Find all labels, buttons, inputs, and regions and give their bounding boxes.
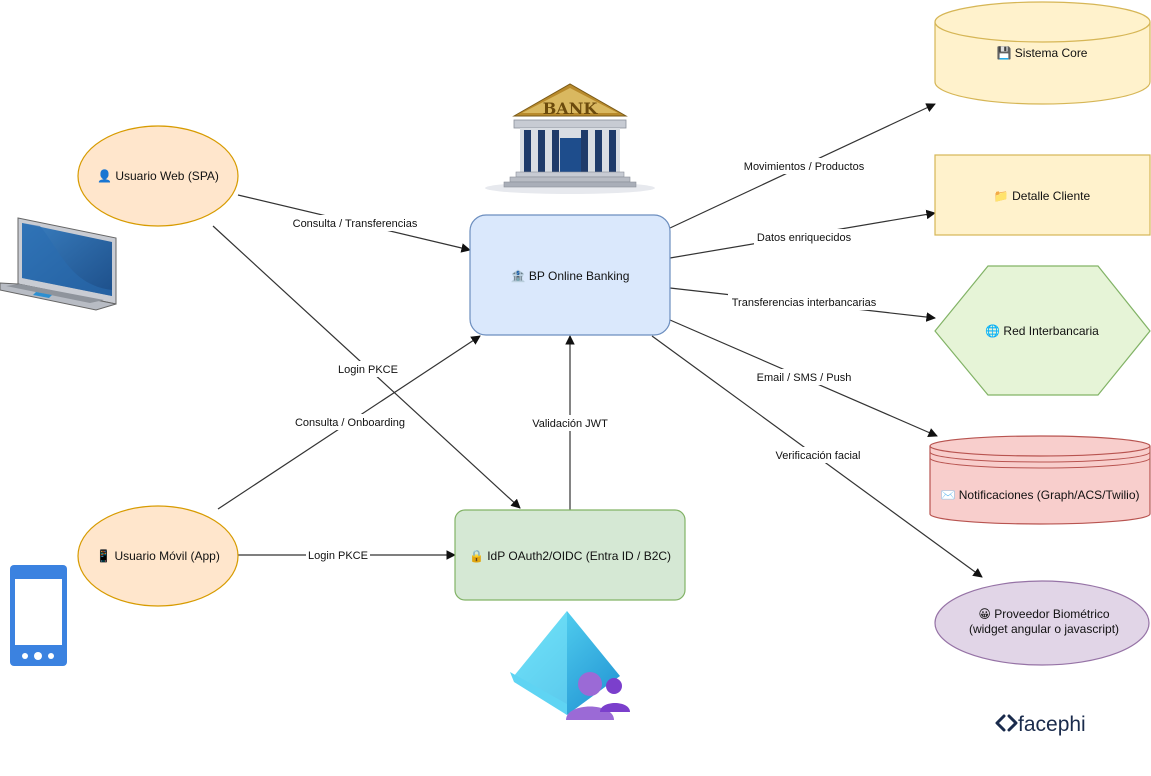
node-mobile-user[interactable]: 📱 Usuario Móvil (App) [77, 505, 239, 607]
edge-label-idp-bp: Validación JWT [532, 418, 608, 430]
node-notificaciones[interactable]: ✉️ Notificaciones (Graph/ACS/Twilio) [929, 435, 1151, 525]
svg-text:👤 Usuario Web (SPA): 👤 Usuario Web (SPA) [97, 169, 219, 183]
laptop-icon [0, 217, 117, 311]
node-sistema-core[interactable]: 💾 Sistema Core [934, 1, 1151, 105]
edge-label-bp-bio: Verificación facial [776, 450, 861, 462]
identity-pyramid-icon [510, 611, 630, 720]
node-idp[interactable]: 🔒 IdP OAuth2/OIDC (Entra ID / B2C) [454, 509, 686, 601]
svg-text:😀 Proveedor Biométrico: 😀 Proveedor Biométrico [978, 607, 1110, 621]
facephi-logo-text: facephi [1018, 713, 1086, 736]
svg-text:(widget angular o javascript): (widget angular o javascript) [969, 622, 1119, 636]
edge-label-bp-detalle: Datos enriquecidos [757, 232, 852, 244]
phone-icon [10, 565, 67, 666]
edge-label-web-idp: Login PKCE [338, 364, 398, 376]
bank-icon: BANK [485, 83, 655, 194]
edge-label-mobile-idp: Login PKCE [308, 550, 368, 562]
edge-label-mobile-bp: Consulta / Onboarding [295, 417, 405, 429]
node-proveedor-biometrico[interactable]: 😀 Proveedor Biométrico (widget angular o… [934, 580, 1150, 666]
edge-label-web-bp: Consulta / Transferencias [293, 218, 418, 230]
svg-text:🌐 Red Interbancaria: 🌐 Red Interbancaria [985, 324, 1099, 338]
svg-text:✉️ Notificaciones (Graph/ACS/T: ✉️ Notificaciones (Graph/ACS/Twilio) [940, 488, 1139, 502]
svg-text:📱 Usuario Móvil (App): 📱 Usuario Móvil (App) [96, 549, 220, 563]
svg-text:📁 Detalle Cliente: 📁 Detalle Cliente [994, 189, 1091, 203]
svg-text:🏦 BP Online Banking: 🏦 BP Online Banking [511, 269, 630, 283]
node-red-interbancaria[interactable]: 🌐 Red Interbancaria [934, 265, 1151, 396]
edge-label-bp-red: Transferencias interbancarias [732, 297, 877, 309]
bank-sign: BANK [543, 99, 599, 118]
node-bp-online-banking[interactable]: 🏦 BP Online Banking [469, 214, 671, 336]
edge-label-bp-notif: Email / SMS / Push [757, 372, 852, 384]
svg-text:🔒 IdP OAuth2/OIDC (Entra ID /: 🔒 IdP OAuth2/OIDC (Entra ID / B2C) [469, 549, 671, 563]
edge-labels: Consulta / Transferencias Login PKCE Con… [291, 158, 880, 563]
edge-label-bp-core: Movimientos / Productos [744, 161, 865, 173]
facephi-logo: facephi [995, 713, 1086, 736]
svg-text:💾 Sistema Core: 💾 Sistema Core [997, 46, 1088, 60]
node-detalle-cliente[interactable]: 📁 Detalle Cliente [934, 154, 1151, 236]
node-web-user[interactable]: 👤 Usuario Web (SPA) [77, 125, 239, 227]
